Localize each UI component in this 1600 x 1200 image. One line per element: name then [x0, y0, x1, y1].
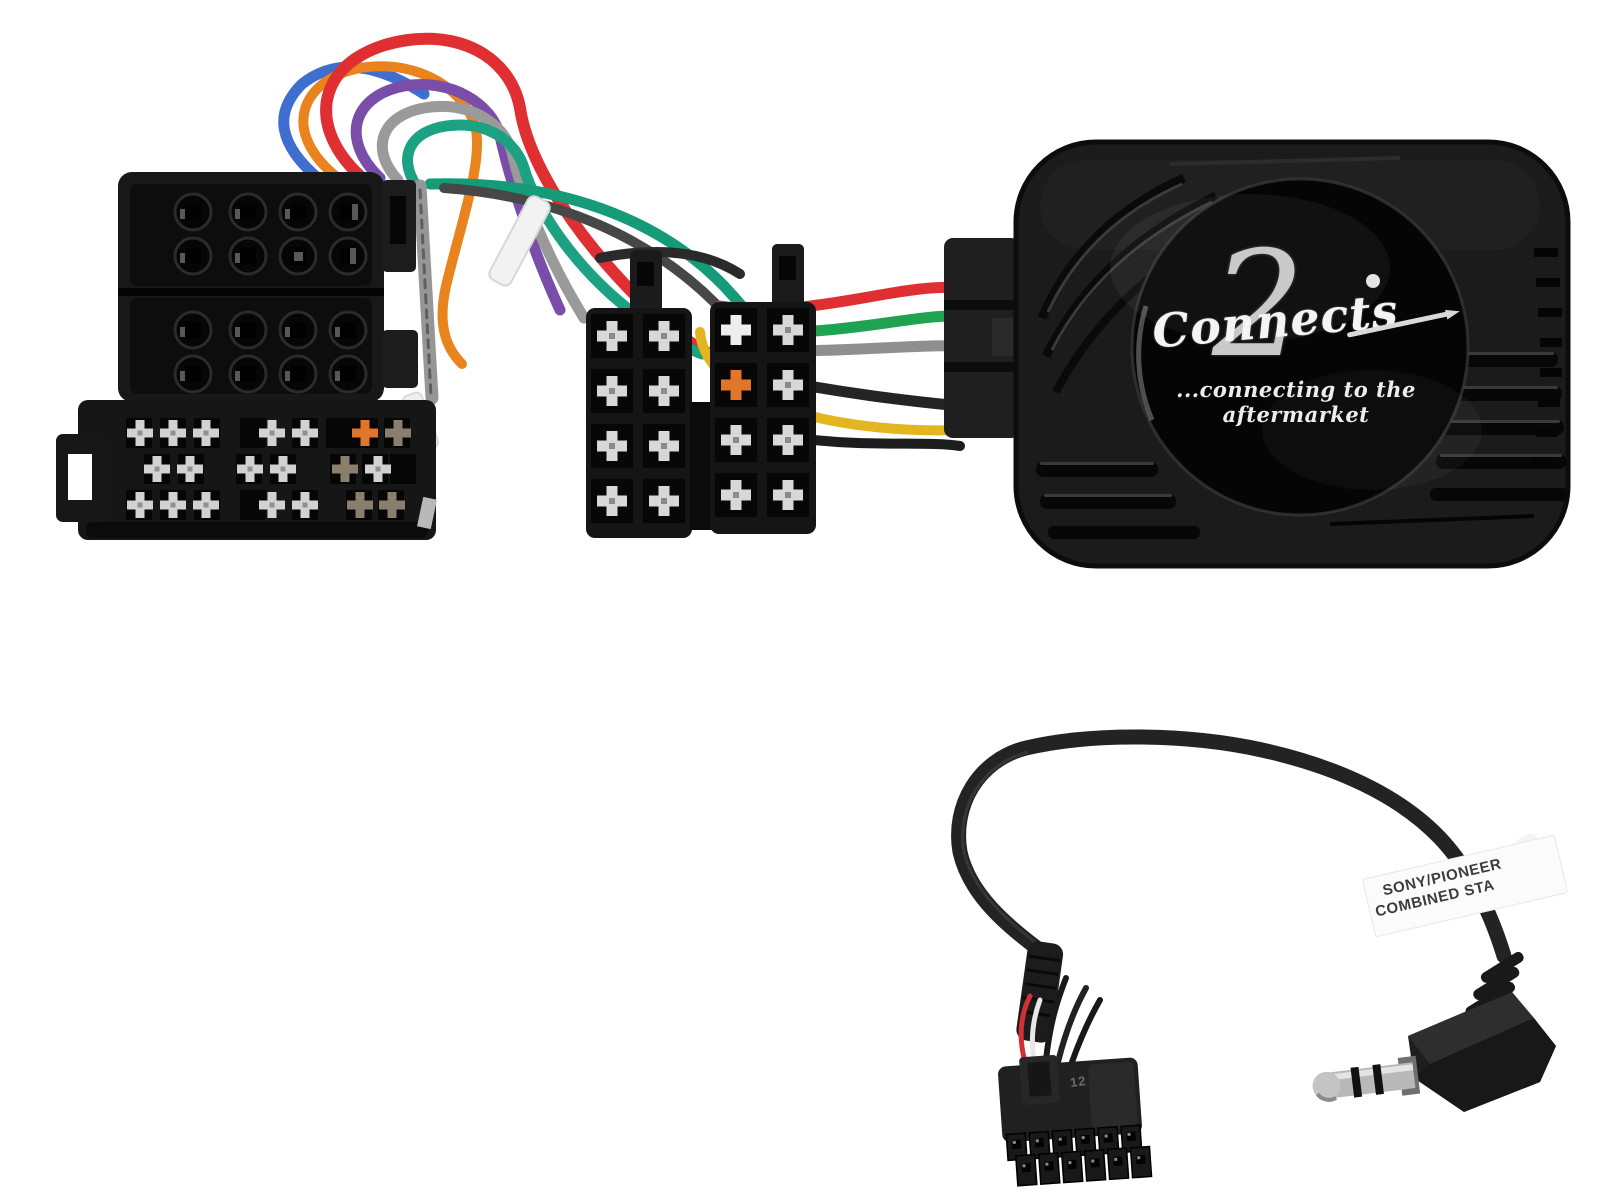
molex-pin-count-marking: 12: [1069, 1072, 1088, 1091]
wire-black-top: [595, 246, 745, 279]
latch-tab: [382, 330, 418, 388]
round-sockets: [173, 192, 368, 394]
iso-bridge: [690, 402, 712, 530]
jack-35mm: [1312, 992, 1556, 1112]
logo-disc: [1110, 177, 1470, 517]
left-grooves: [1036, 462, 1200, 539]
wire-grey-ribbon: [413, 179, 439, 405]
wire-white-splay: [1029, 997, 1043, 1063]
blade-pins: [127, 420, 411, 518]
orange-pin: [721, 370, 751, 400]
interface-box: [1013, 139, 1571, 569]
trs-ring: [1372, 1064, 1384, 1095]
vehicle-blade-block: [56, 400, 437, 540]
orange-pin: [352, 420, 378, 446]
connects2-logo: 2 Connects: [1150, 232, 1462, 408]
box-plug: [944, 238, 1020, 438]
patch-cable: [951, 729, 1512, 964]
trs-ring: [1350, 1066, 1363, 1098]
wire-red-splay: [1018, 993, 1033, 1061]
molex-12pin-connector: [998, 1055, 1153, 1187]
wire-grey: [377, 101, 590, 324]
edge-ribs: [1532, 248, 1562, 467]
logo-tagline: ...connecting to the aftermarket: [1176, 377, 1416, 427]
cable-tie: [488, 195, 551, 287]
iso-b-pins: [721, 315, 803, 510]
patch-lead: [951, 729, 1556, 1187]
wire-bundle: [278, 32, 778, 405]
splay-wires: [1018, 975, 1103, 1065]
jack-shaft: [1312, 1055, 1421, 1102]
jack-tip: [1312, 1071, 1341, 1100]
iso-a-pins: [597, 321, 679, 516]
vehicle-connector: [56, 172, 437, 540]
right-grooves: [1329, 352, 1568, 526]
iso-connector-a: [586, 250, 692, 538]
wire-grey-ribbon-stripe: [418, 188, 433, 398]
pin-towers: [1005, 1124, 1153, 1187]
logo-dot: [1366, 274, 1380, 288]
wire-blue: [278, 61, 430, 186]
logo-numeral: 2: [1212, 220, 1305, 390]
iso-connector-b: [710, 244, 816, 534]
logo-script-text: Connects: [1150, 283, 1401, 359]
